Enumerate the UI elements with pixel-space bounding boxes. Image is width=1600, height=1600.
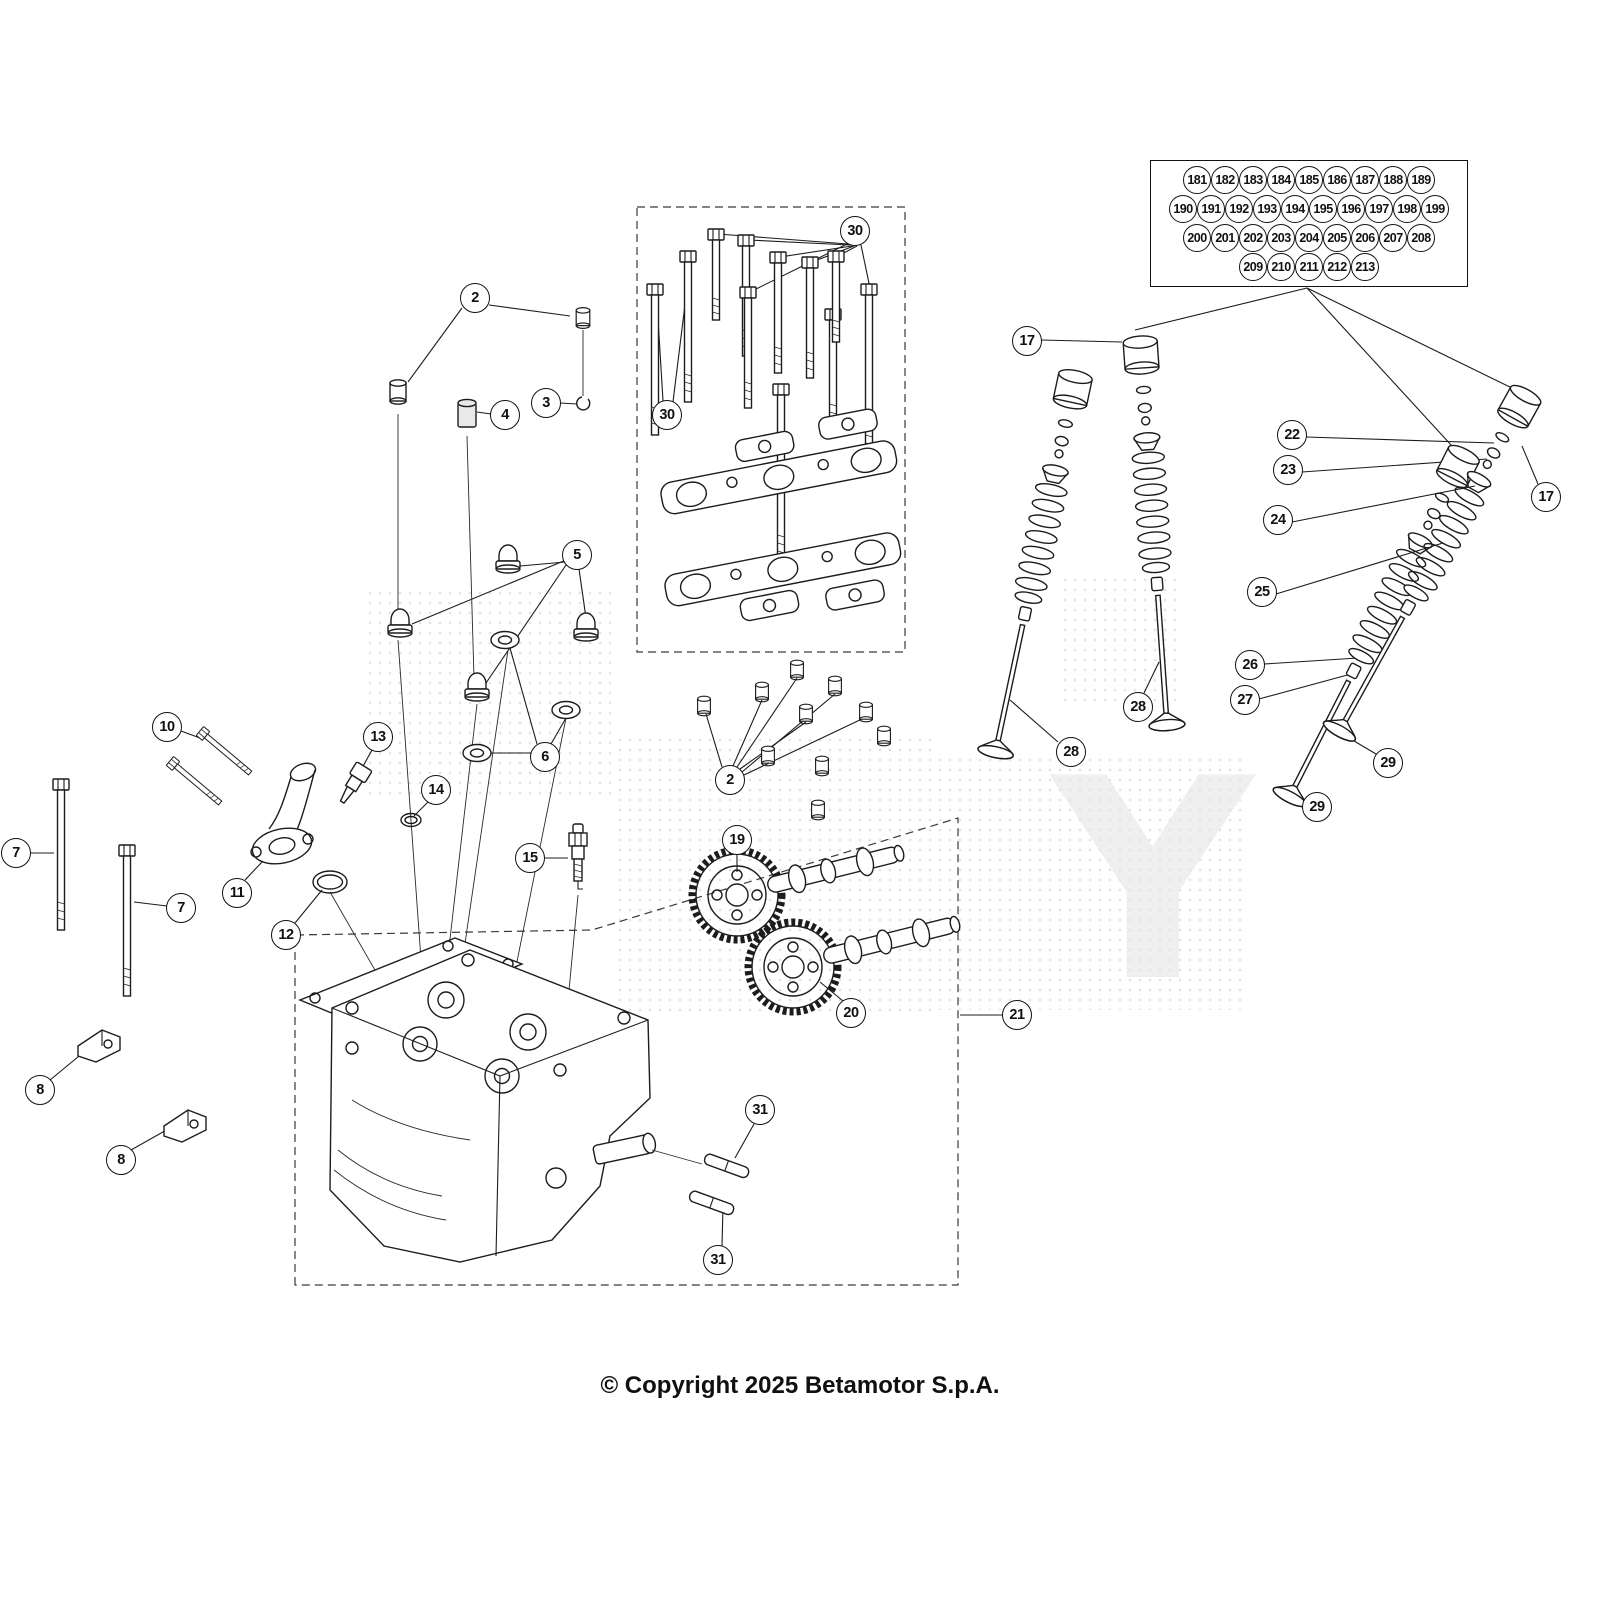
reference-number-183: 183 (1239, 166, 1267, 194)
reference-number-189: 189 (1407, 166, 1435, 194)
reference-number-182: 182 (1211, 166, 1239, 194)
reference-number-195: 195 (1309, 195, 1337, 223)
camshaft-drawing (692, 837, 964, 1012)
coolant-elbow-drawing (250, 762, 317, 865)
dome-nuts-drawing (387, 544, 599, 702)
reference-number-212: 212 (1323, 253, 1351, 281)
reference-number-200: 200 (1183, 224, 1211, 252)
reference-number-205: 205 (1323, 224, 1351, 252)
cylinder-head-drawing (298, 937, 703, 1263)
rocker-assembly-upper (660, 408, 898, 515)
reference-number-196: 196 (1337, 195, 1365, 223)
reference-number-186: 186 (1323, 166, 1351, 194)
valve-cap-drawing (389, 307, 591, 428)
reference-number-187: 187 (1351, 166, 1379, 194)
reference-number-191: 191 (1197, 195, 1225, 223)
valve-train-drawing (977, 335, 1544, 810)
reference-number-201: 201 (1211, 224, 1239, 252)
reference-number-197: 197 (1365, 195, 1393, 223)
reference-number-202: 202 (1239, 224, 1267, 252)
reference-number-204: 204 (1295, 224, 1323, 252)
reference-number-190: 190 (1169, 195, 1197, 223)
cover-bolts-drawing (647, 229, 877, 565)
copyright-text: © Copyright 2025 Betamotor S.p.A. (600, 1372, 1000, 1399)
tappets-cluster-drawing (697, 659, 891, 821)
reference-number-185: 185 (1295, 166, 1323, 194)
reference-number-206: 206 (1351, 224, 1379, 252)
reference-number-209: 209 (1239, 253, 1267, 281)
long-bolts-drawing (53, 779, 135, 996)
reference-number-194: 194 (1281, 195, 1309, 223)
reference-number-193: 193 (1253, 195, 1281, 223)
reference-number-211: 211 (1295, 253, 1323, 281)
studs-drawing (688, 1153, 750, 1216)
oring-drawing (312, 812, 422, 894)
flange-bolts-drawing (166, 726, 254, 807)
reference-number-210: 210 (1267, 253, 1295, 281)
reference-number-213: 213 (1351, 253, 1379, 281)
reference-number-207: 207 (1379, 224, 1407, 252)
reference-number-208: 208 (1407, 224, 1435, 252)
reference-number-203: 203 (1267, 224, 1295, 252)
mount-block-drawing (77, 1029, 207, 1143)
reference-number-181: 181 (1183, 166, 1211, 194)
reference-number-199: 199 (1421, 195, 1449, 223)
spark-plug-drawing (568, 823, 588, 890)
reference-number-198: 198 (1393, 195, 1421, 223)
rocker-assembly-lower (664, 532, 902, 622)
reference-number-184: 184 (1267, 166, 1295, 194)
temp-sensor-drawing (339, 761, 373, 805)
reference-number-192: 192 (1225, 195, 1253, 223)
reference-number-188: 188 (1379, 166, 1407, 194)
